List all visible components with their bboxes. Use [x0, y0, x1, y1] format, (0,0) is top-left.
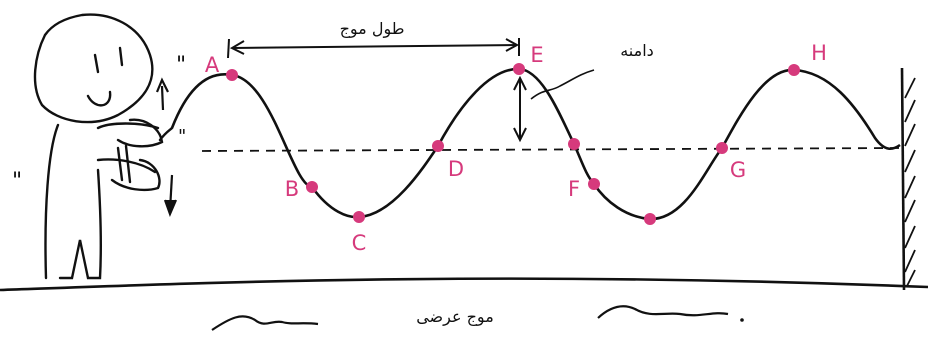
ground-line [0, 277, 928, 292]
wave-point-unlabeled-2 [644, 213, 656, 225]
wave-point-label-h: H [811, 41, 827, 65]
wave-point-label-g: G [730, 158, 746, 182]
wave-point-label-c: C [352, 231, 367, 255]
ground-dot [740, 318, 744, 322]
wave-point-label-e: E [530, 43, 543, 67]
wave-point-label-b: B [285, 177, 299, 201]
wave-point-d [432, 140, 444, 152]
equilibrium-dashed-line [201, 147, 903, 152]
motion-marks-arm: " [178, 126, 186, 147]
caption: موج عرضی [416, 307, 494, 327]
wave-point-unlabeled-1 [568, 138, 580, 150]
person-hand-lower [110, 158, 161, 192]
wave-points: A B C D E F G H [205, 41, 827, 255]
person-eye-right [118, 46, 124, 67]
wave-point-g [716, 142, 728, 154]
hand-motion-arrows [155, 77, 178, 218]
ground-scribble-right [597, 305, 729, 319]
wall [900, 67, 916, 291]
motion-marks-top: " [176, 53, 186, 78]
person-body [44, 123, 103, 280]
person-hand-upper [116, 118, 164, 148]
amplitude-arrow [513, 69, 595, 143]
wave-point-label-d: D [448, 157, 464, 181]
wave-point-a [226, 69, 238, 81]
wave-curve [170, 67, 901, 221]
person-eye-left [93, 53, 100, 74]
wave-point-h [788, 64, 800, 76]
wave-point-label-f: F [568, 177, 580, 201]
motion-marks-left: " [12, 169, 22, 194]
wave-point-b [306, 181, 318, 193]
ground-scribble-left [211, 315, 319, 331]
wave-point-c [353, 211, 365, 223]
wavelength-arrow [227, 38, 520, 59]
amplitude-leader-line [530, 69, 595, 100]
wavelength-label: طول موج [340, 19, 405, 39]
rope-start [158, 126, 174, 142]
wave-point-f [588, 178, 600, 190]
wave-point-e [513, 63, 525, 75]
person-head [33, 13, 154, 124]
amplitude-label: دامنه [620, 41, 654, 60]
person-mouth [86, 90, 112, 107]
person-figure [33, 13, 174, 280]
wave-point-label-a: A [205, 53, 220, 77]
